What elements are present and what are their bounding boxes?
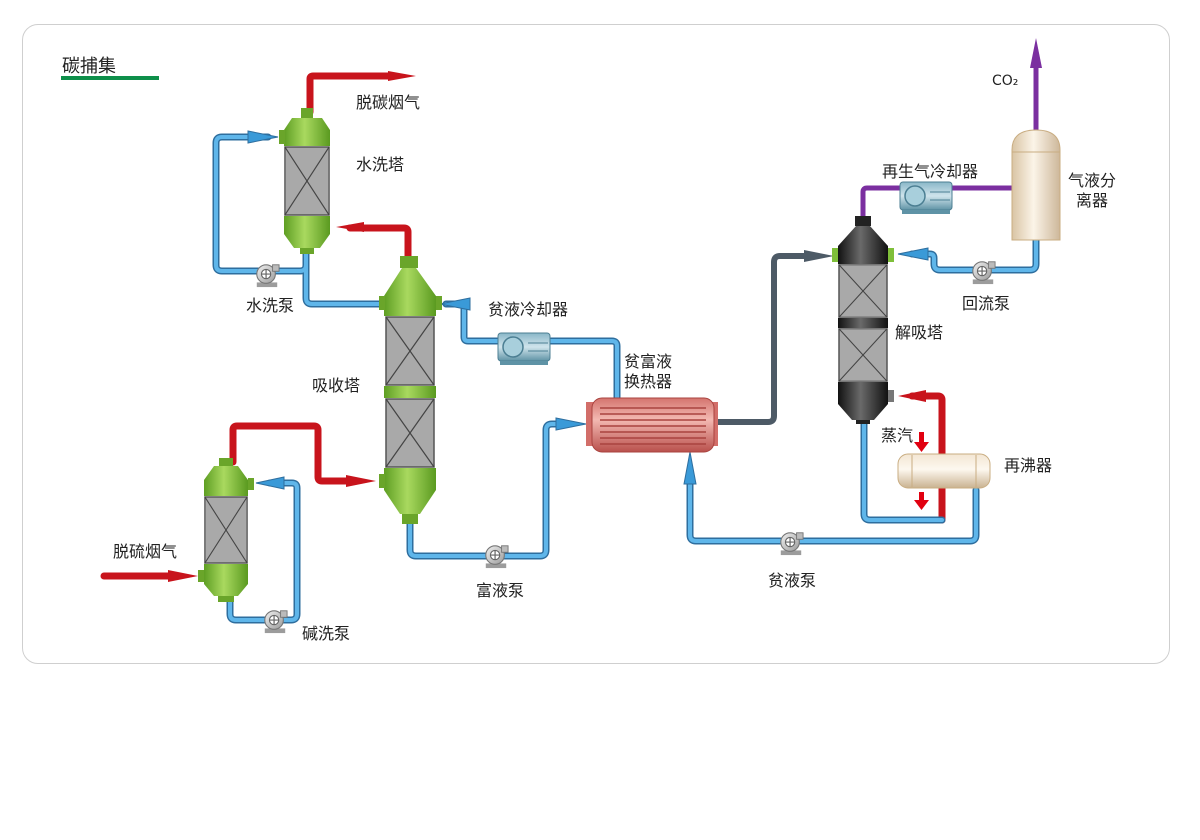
arrow-icon: [388, 71, 416, 81]
alkali-pump-label: 碱洗泵: [302, 624, 351, 643]
arrow-icon: [346, 475, 376, 487]
packing-icon: [838, 264, 888, 318]
arrow-icon: [555, 417, 587, 431]
arrow-icon: [1030, 38, 1042, 68]
page-title: 碳捕集: [62, 56, 116, 77]
reflux-pump-icon: [972, 261, 996, 285]
lean-cooler-label: 贫液冷却器: [488, 300, 569, 319]
absorber-tower: [379, 256, 442, 524]
decarb-flue-gas-label: 脱碳烟气: [356, 93, 421, 112]
arrow-icon: [683, 451, 697, 485]
arrow-icon: [804, 250, 834, 262]
packing-icon: [838, 328, 888, 382]
lean-liquid-pump-icon: [780, 532, 804, 556]
arrow-icon: [897, 247, 929, 261]
separator-label: 气液分 离器: [1068, 171, 1116, 211]
water-wash-pump-label: 水洗泵: [246, 296, 295, 315]
packing-icon: [204, 496, 248, 564]
lean-liquid-cooler: [497, 332, 551, 365]
heat-exchanger-label-line1: 贫富液: [624, 352, 673, 371]
alkali-wash-tower: [198, 458, 254, 602]
heat-exchanger-label: 贫富液 换热器: [624, 352, 672, 392]
regen-gas-cooler: [899, 181, 953, 214]
co2-label: CO₂: [992, 73, 1019, 89]
arrow-icon: [255, 476, 285, 490]
desulf-flue-gas-label: 脱硫烟气: [113, 542, 178, 561]
water-wash-pump-icon: [256, 264, 280, 288]
stripper-tower: [832, 216, 894, 424]
arrow-icon: [439, 297, 471, 311]
reflux-pump-label: 回流泵: [962, 294, 1011, 313]
gas-liquid-separator: [1011, 129, 1061, 241]
reboiler-label: 再沸器: [1004, 456, 1053, 475]
arrow-icon: [898, 390, 926, 402]
packing-icon: [385, 316, 435, 386]
water-wash-tower: [279, 108, 330, 254]
arrow-icon: [336, 222, 364, 232]
title-underline: [61, 76, 159, 80]
rich-pump-label: 富液泵: [476, 581, 525, 600]
lean-rich-heat-exchanger: [586, 397, 718, 453]
lean-pump-label: 贫液泵: [768, 571, 817, 590]
arrow-icon: [914, 442, 929, 452]
rich-gas-pipe: [715, 253, 815, 425]
rich-liquid-pump-icon: [485, 545, 509, 569]
alkali-wash-pump-icon: [264, 610, 288, 634]
water-wash-tower-label: 水洗塔: [356, 155, 405, 174]
cooler-icon: [904, 185, 926, 207]
steam-label: 蒸汽: [881, 426, 914, 445]
hot-gas-pipes: [100, 72, 946, 580]
heat-exchanger-label-line2: 换热器: [624, 372, 673, 391]
arrow-icon: [247, 130, 279, 144]
separator-label-line2: 离器: [1076, 191, 1109, 210]
separator-label-line1: 气液分: [1068, 171, 1117, 190]
packing-icon: [284, 146, 330, 216]
arrow-icon: [914, 500, 929, 510]
reboiler: [897, 432, 991, 510]
absorber-label: 吸收塔: [312, 376, 361, 395]
cooler-icon: [502, 336, 524, 358]
stripper-label: 解吸塔: [895, 323, 944, 342]
regen-cooler-label: 再生气冷却器: [882, 162, 979, 181]
packing-icon: [385, 398, 435, 468]
flow-arrows: [168, 38, 1042, 582]
arrow-icon: [168, 570, 198, 582]
co2-pipes: [860, 61, 1039, 223]
